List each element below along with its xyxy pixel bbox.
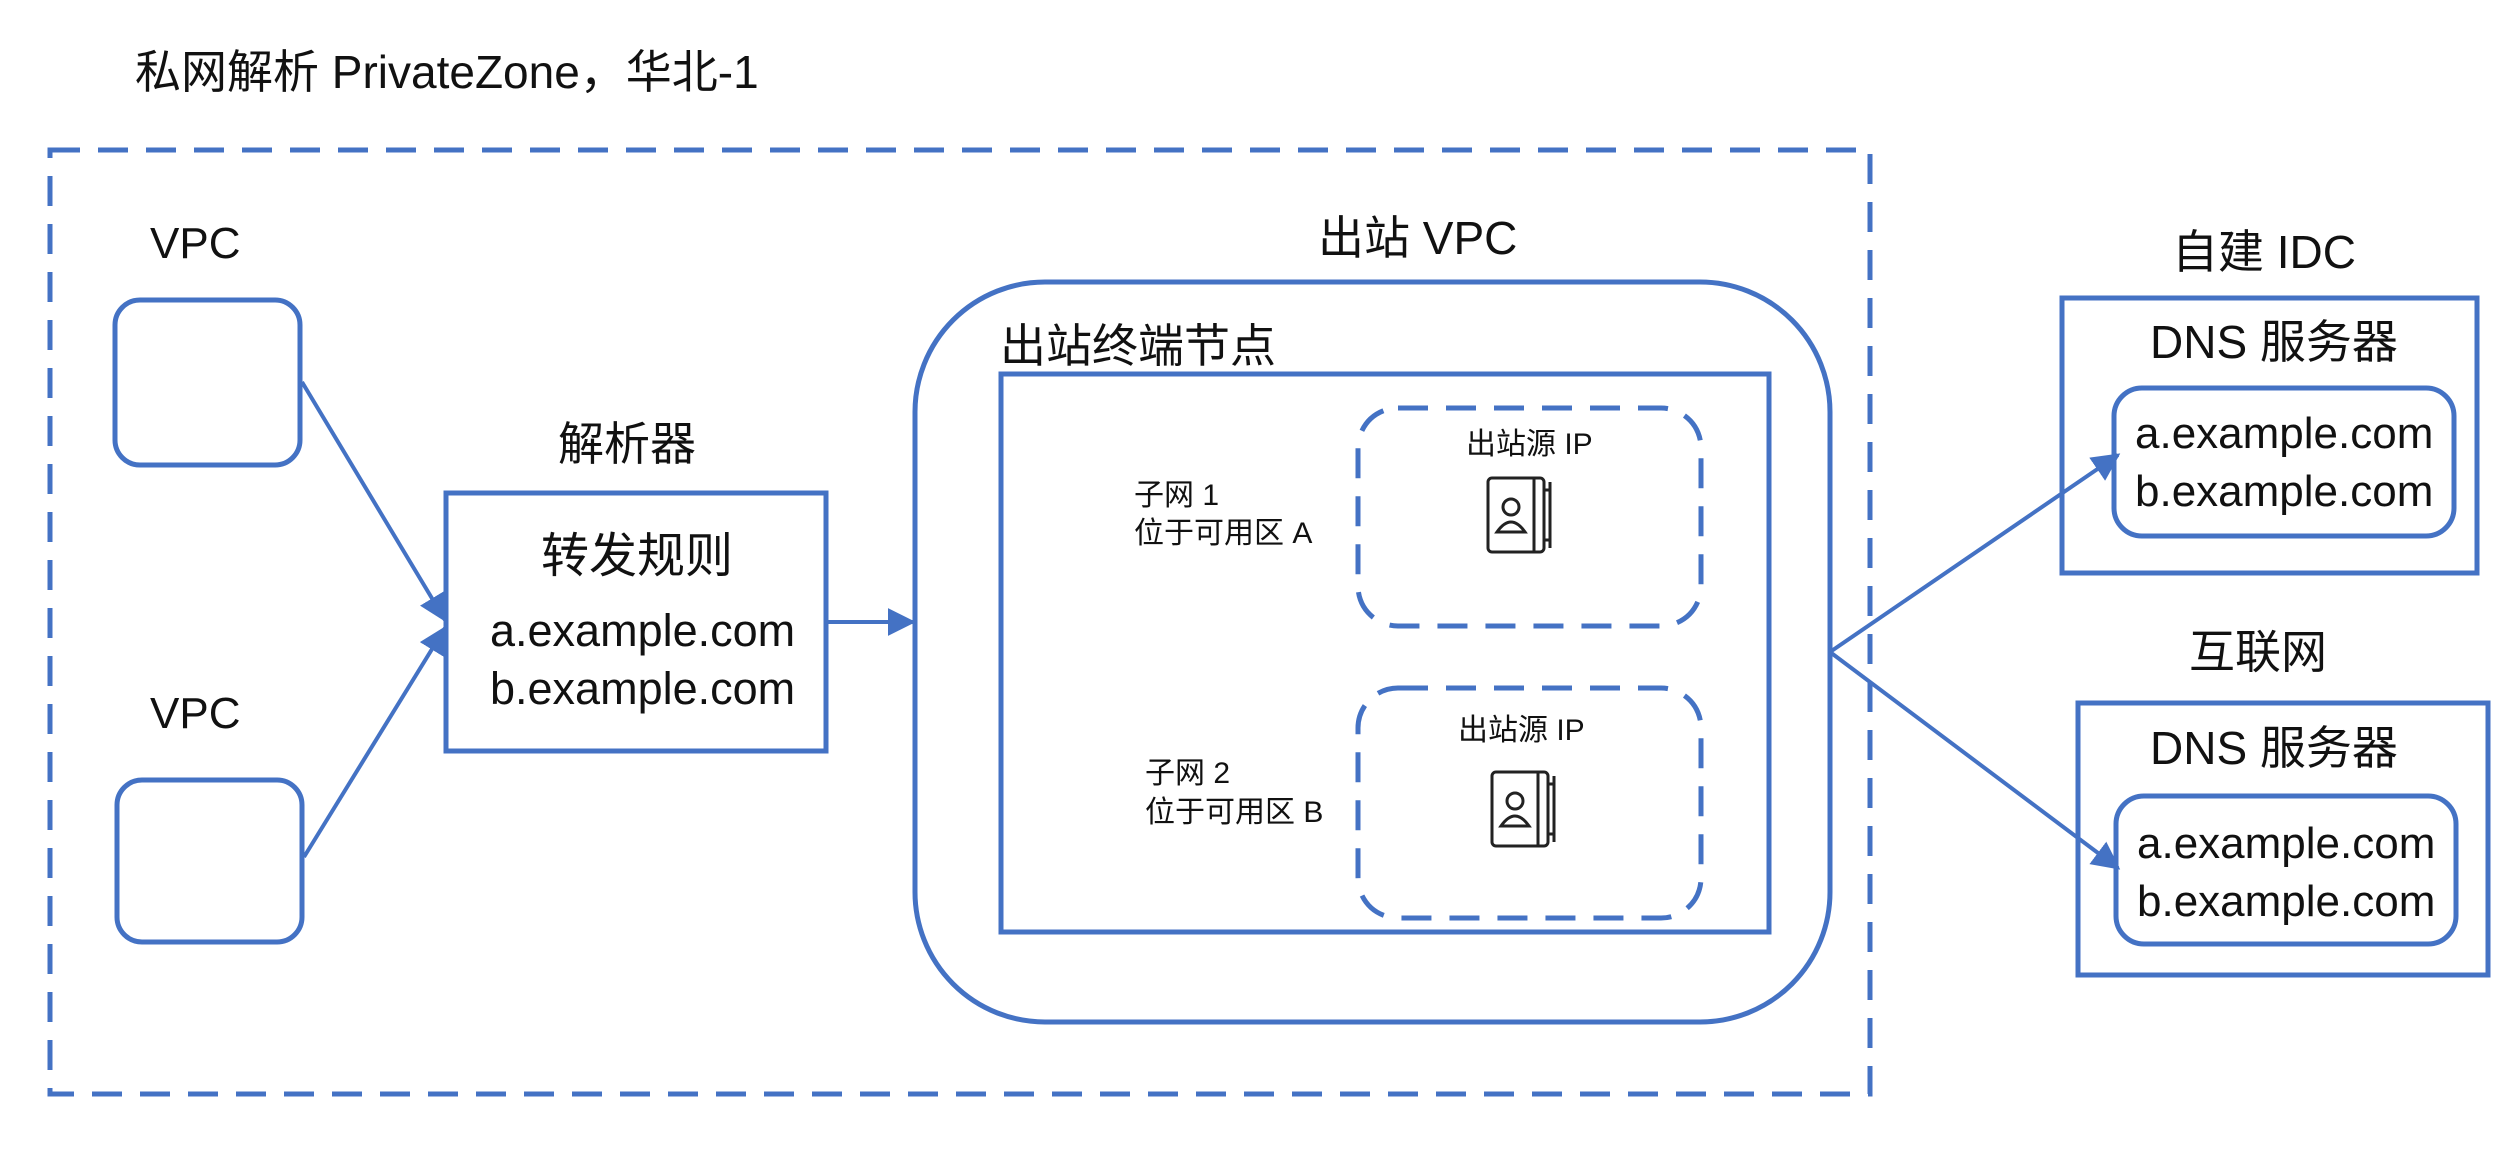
idc-heading: 自建 IDC xyxy=(2172,226,2356,278)
outbound-endpoint-box xyxy=(998,371,1772,935)
arrow-outbound-to-internet xyxy=(1828,650,2121,870)
subnet-1-name: 子网 1 xyxy=(1134,479,1219,512)
diagram-title: 私网解析 PrivateZone，华北-1 xyxy=(135,46,759,98)
arrow-outbound-to-idc xyxy=(1828,453,2121,654)
outbound-endpoint-label: 出站终端节点 xyxy=(1000,320,1276,372)
internet-heading: 互联网 xyxy=(2189,626,2327,678)
forwarding-rules-title: 转发规则 xyxy=(541,530,733,583)
arrow-vpc2-to-resolver xyxy=(302,625,447,859)
idc-dns-server-box xyxy=(2059,295,2480,576)
internet-domain-1: a.example.com xyxy=(2137,819,2435,868)
idc-dns-server-label: DNS 服务器 xyxy=(2150,316,2398,368)
subnet-2-name: 子网 2 xyxy=(1145,757,1230,790)
vpc-label-1: VPC xyxy=(150,219,240,268)
vpc-label-2: VPC xyxy=(150,689,240,738)
vpc-box-2 xyxy=(114,777,305,945)
idc-domain-1: a.example.com xyxy=(2135,409,2433,458)
internet-domain-box xyxy=(2113,793,2459,947)
internet-dns-server-box xyxy=(2075,700,2491,978)
contact-book-icon xyxy=(1486,476,1552,554)
resolver-heading: 解析器 xyxy=(558,418,696,470)
idc-domain-2: b.example.com xyxy=(2135,467,2433,516)
outbound-vpc-label: 出站 VPC xyxy=(1318,212,1517,264)
subnet-2-zone: 位于可用区 B xyxy=(1145,796,1323,829)
region-boundary xyxy=(47,147,1873,1097)
internet-dns-server-label: DNS 服务器 xyxy=(2150,722,2398,774)
contact-book-icon xyxy=(1490,770,1556,848)
vpc-box-1 xyxy=(112,297,303,468)
resolver-domain-1: a.example.com xyxy=(490,605,795,656)
idc-domain-box xyxy=(2111,385,2457,539)
subnet-1-source-ip-label: 出站源 IP xyxy=(1466,428,1593,461)
subnet-2-source-ip-box xyxy=(1355,685,1704,921)
subnet-2-source-ip-label: 出站源 IP xyxy=(1458,714,1585,747)
resolver-domain-2: b.example.com xyxy=(490,663,795,714)
subnet-1-zone: 位于可用区 A xyxy=(1134,517,1312,550)
arrow-vpc1-to-resolver xyxy=(300,380,447,623)
subnet-1-source-ip-box xyxy=(1355,405,1704,629)
internet-domain-2: b.example.com xyxy=(2137,877,2435,926)
